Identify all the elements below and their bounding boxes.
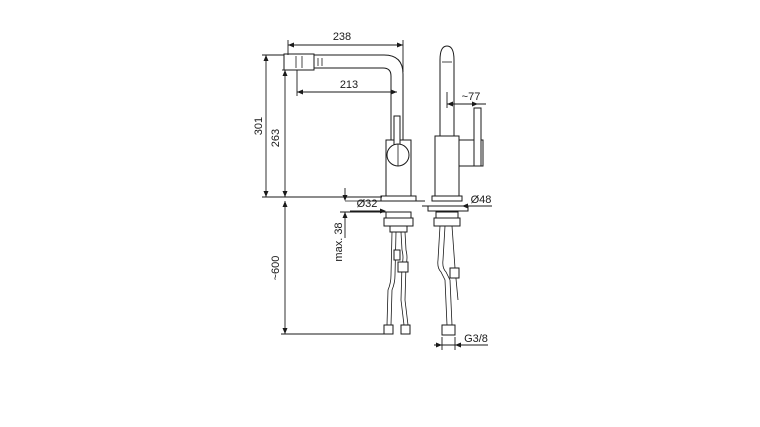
label-hole-diameter: Ø32 <box>357 198 378 210</box>
label-hose-length: ~600 <box>270 256 282 281</box>
side-view-faucet <box>422 45 484 336</box>
label-max-thickness: max. 38 <box>333 222 345 261</box>
label-escutcheon-diameter: Ø48 <box>471 194 492 206</box>
label-height-outlet: 263 <box>270 129 282 147</box>
dimension-301: 301 <box>253 54 382 198</box>
label-handle-offset: ~77 <box>462 91 481 103</box>
label-width-total: 238 <box>333 31 351 43</box>
dimension-213: 213 <box>296 70 397 96</box>
dimension-238: 238 <box>287 31 404 72</box>
label-height-total: 301 <box>253 117 265 135</box>
label-thread: G3/8 <box>464 333 488 345</box>
dimension-d32: Ø32 <box>350 198 386 214</box>
dimension-g38: G3/8 <box>434 333 488 350</box>
dimension-d48: Ø48 <box>462 194 492 209</box>
dimension-263: 263 <box>270 69 292 197</box>
label-spout-reach: 213 <box>340 79 358 91</box>
dimension-600: ~600 <box>270 201 388 335</box>
front-view-faucet <box>283 53 425 335</box>
dimension-77: ~77 <box>446 91 486 108</box>
